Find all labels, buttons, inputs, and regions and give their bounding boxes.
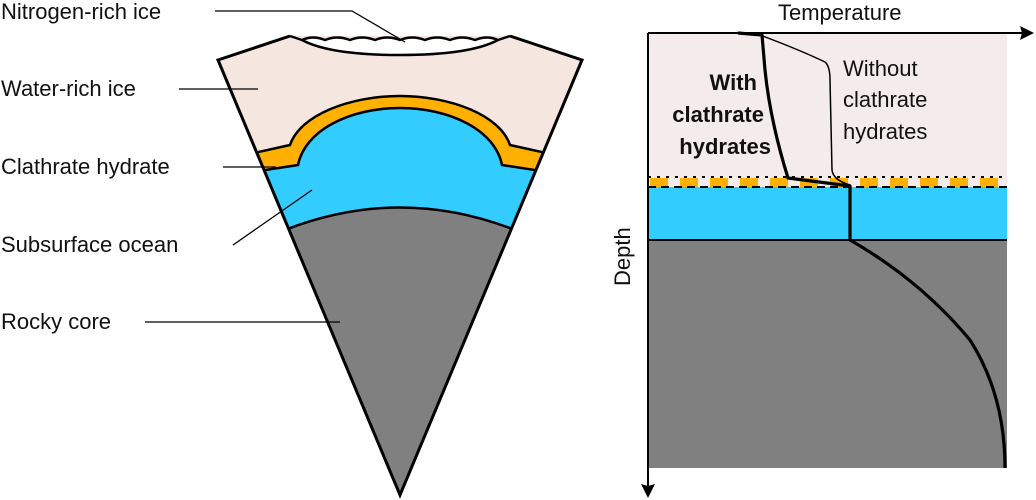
depth-axis-label: Depth [610,227,635,286]
leader-ocean [232,189,313,246]
clathrate-dash [710,178,728,187]
without-clathrate-label: Without clathrate hydrates [843,56,927,144]
clathrate-dash [890,178,908,187]
clathrate-dash [740,178,758,187]
with-clathrate-label: With clathrate hydrates [672,70,771,159]
curve-without-clathrate [737,32,851,186]
cone-cross-section [215,34,585,499]
clathrate-dash [920,178,938,187]
clathrate-dashes [650,178,998,187]
leader-lines [145,10,406,323]
label-subsurface-ocean: Subsurface ocean [1,232,178,257]
svg-text:clathrate: clathrate [843,87,927,112]
label-clathrate-hydrate: Clathrate hydrate [1,154,170,179]
cone-labels: Nitrogen-rich ice Water-rich ice Clathra… [1,0,178,334]
rocky-core-layer [218,206,582,495]
clathrate-dash [800,178,818,187]
svg-text:clathrate: clathrate [672,102,764,127]
temperature-profile-panel: Temperature Depth With clathrate hydrate… [610,0,1034,498]
svg-text:Without: Without [843,56,918,81]
clathrate-dash [830,178,848,187]
depth-axis-arrow-icon [641,484,655,498]
svg-text:hydrates: hydrates [679,134,771,159]
profile-ice-layer [648,33,1007,177]
curve-with-clathrate [737,31,1007,469]
clathrate-dash [770,178,788,187]
nitrogen-ice-lens [299,36,501,57]
cone-outline [215,34,585,499]
svg-text:With: With [710,70,757,95]
label-water-rich-ice: Water-rich ice [1,76,136,101]
clathrate-dash [950,178,968,187]
leader-nitrogen [215,10,406,43]
label-rocky-core: Rocky core [1,309,111,334]
clathrate-dash [980,178,998,187]
temperature-axis-label: Temperature [778,0,902,25]
temperature-axis-arrow-icon [1020,26,1034,40]
label-nitrogen-rich-ice: Nitrogen-rich ice [1,0,161,24]
profile-rock-layer [648,240,1007,468]
profile-ocean-layer [648,187,1007,240]
svg-text:hydrates: hydrates [843,119,927,144]
clathrate-dash [680,178,698,187]
clathrate-dash [860,178,878,187]
clathrate-dash [650,178,668,187]
